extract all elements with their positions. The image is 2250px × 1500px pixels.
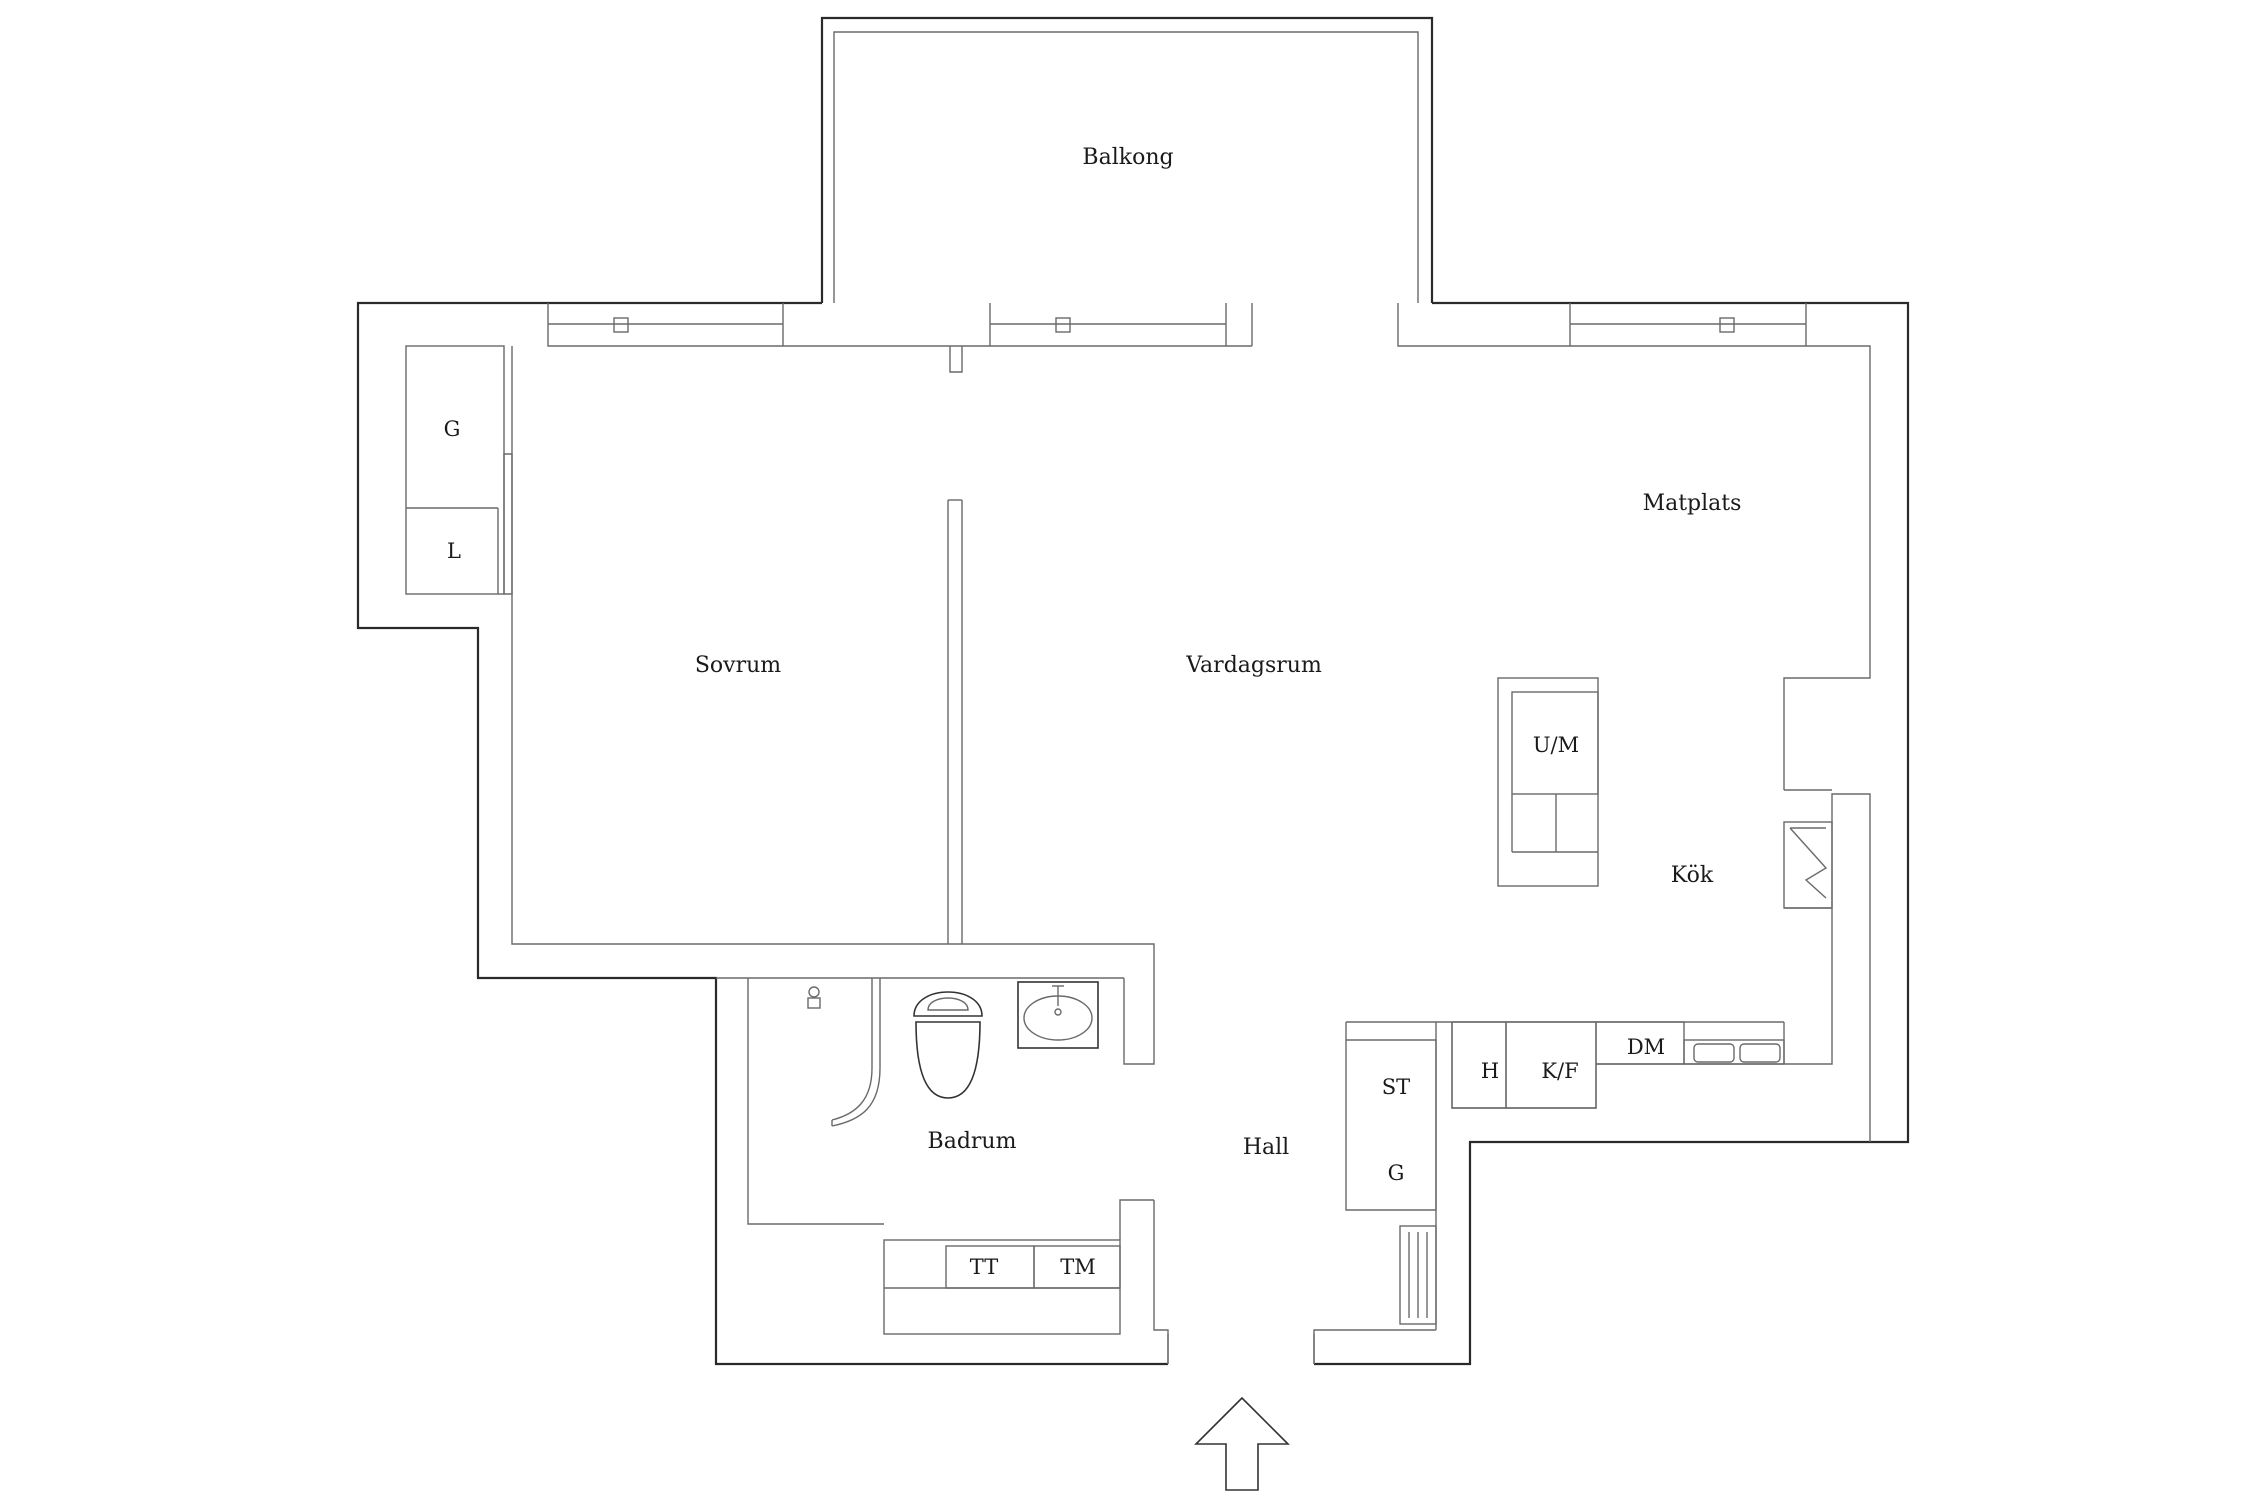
- room-label-hall: Hall: [1243, 1135, 1289, 1160]
- room-label-balkong: Balkong: [1082, 145, 1173, 170]
- outer-walls: [356, 301, 1910, 1366]
- kitchen-counter: [1451, 1021, 1785, 1109]
- bedroom-wardrobe: [405, 345, 505, 595]
- room-label-vardagsrum: Vardagsrum: [1185, 653, 1322, 678]
- room-label-sovrum: Sovrum: [695, 653, 781, 678]
- radiator: [1399, 1225, 1437, 1325]
- fixture-label-st: ST: [1382, 1075, 1410, 1099]
- fixture-label-dm: DM: [1627, 1035, 1665, 1059]
- fixture-label-um: U/M: [1533, 733, 1579, 757]
- bathroom-fixtures: [807, 978, 1099, 1127]
- balcony: [820, 16, 1434, 303]
- fixture-label-hall-g: G: [1388, 1161, 1405, 1185]
- laundry-units: [883, 1239, 1121, 1335]
- kitchen-tall-unit: [1783, 821, 1833, 909]
- sofa-bed: [1497, 677, 1599, 887]
- fixture-label-tt: TT: [970, 1255, 998, 1279]
- fixture-label-tm: TM: [1060, 1255, 1096, 1279]
- fixture-label-garderob: G: [444, 417, 461, 441]
- fixture-label-kf: K/F: [1541, 1059, 1578, 1083]
- room-label-matplats: Matplats: [1643, 491, 1742, 516]
- entrance-arrow-icon: [1194, 1396, 1290, 1491]
- room-label-kok: Kök: [1671, 863, 1714, 888]
- room-label-badrum: Badrum: [928, 1129, 1017, 1154]
- fixture-label-h: H: [1481, 1059, 1499, 1083]
- fixture-label-linne: L: [447, 539, 461, 563]
- inner-walls: [503, 303, 1871, 1364]
